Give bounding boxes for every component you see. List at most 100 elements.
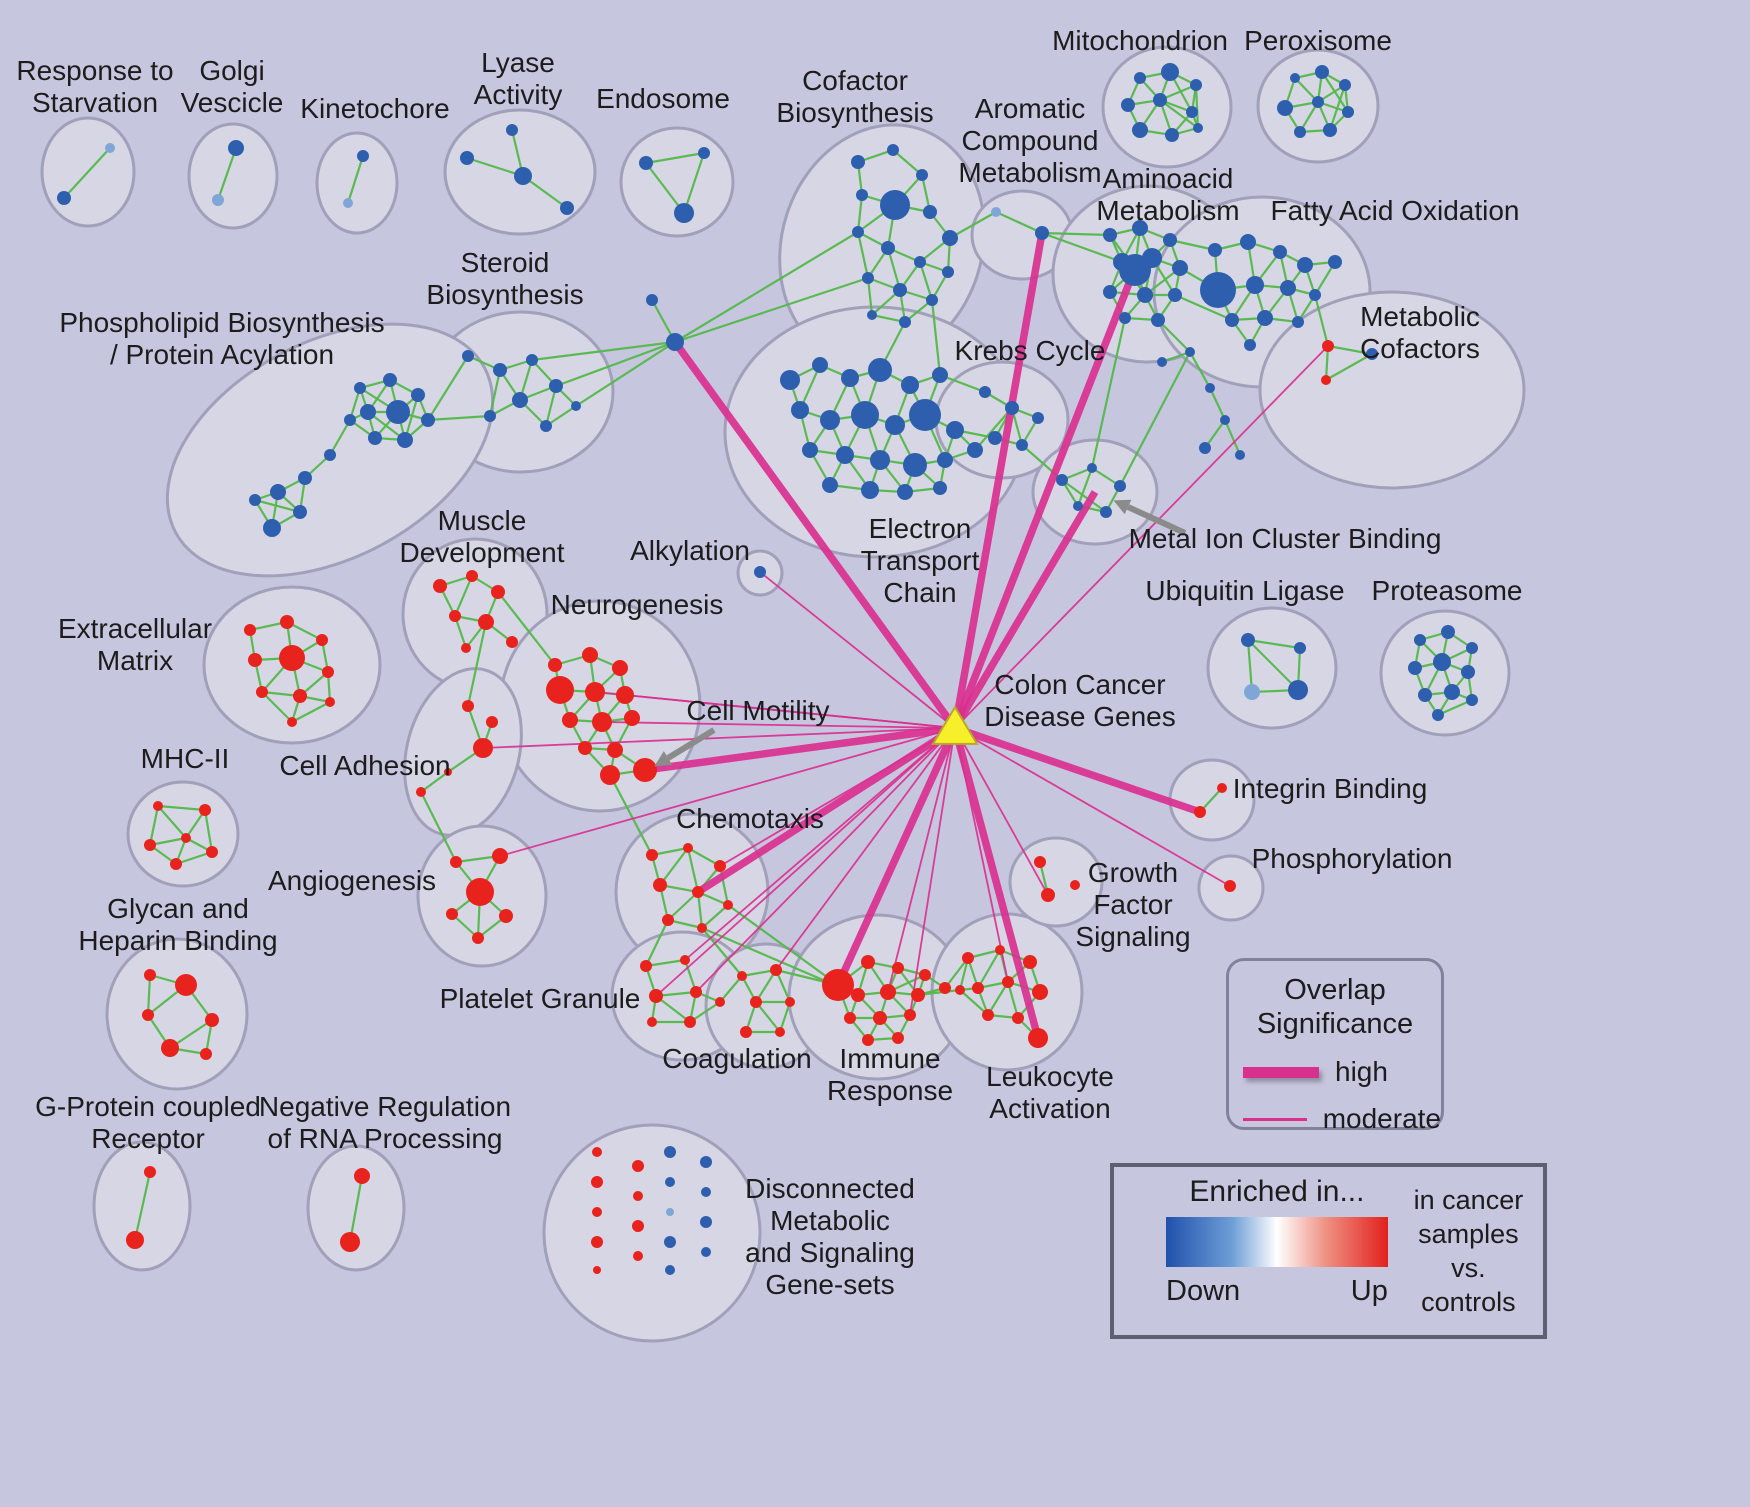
gene-set-cross-edge xyxy=(674,276,869,344)
gene-set-node-disconnected-gene-sets xyxy=(664,1146,676,1158)
gene-set-node-disconnected-gene-sets xyxy=(664,1236,676,1248)
gene-set-node-lyase-activity xyxy=(514,167,532,185)
gene-set-node-phospholipid-biosynthesis xyxy=(293,505,307,519)
gene-set-node-fatty-acid-oxidation xyxy=(1244,339,1256,351)
gene-set-node-disconnected-gene-sets xyxy=(701,1187,711,1197)
gene-set-node-angiogenesis xyxy=(446,908,458,920)
high-significance-label: high xyxy=(1335,1056,1388,1087)
gene-set-node-coagulation xyxy=(737,971,747,981)
gene-set-node-leukocyte-activation xyxy=(955,985,965,995)
gene-set-node-cofactor-biosynthesis xyxy=(862,272,874,284)
gene-set-node-fatty-acid-oxidation xyxy=(1328,255,1342,269)
gene-set-node-electron-transport-chain xyxy=(903,453,927,477)
overlap-edge-high xyxy=(951,232,1046,729)
gene-set-node-integrin-binding xyxy=(1217,783,1227,793)
gene-set-node-fatty-acid-oxidation xyxy=(1297,257,1313,273)
high-significance-line xyxy=(1243,1066,1319,1078)
gene-set-node-extracellular-matrix xyxy=(248,653,262,667)
gene-set-node-electron-transport-chain xyxy=(861,481,879,499)
gene-set-edge xyxy=(216,147,238,201)
gene-set-node-proteasome xyxy=(1441,625,1455,639)
gene-set-cross-edge xyxy=(939,373,986,394)
gene-set-node-cofactor-biosynthesis xyxy=(881,241,895,255)
gene-set-node-neurogenesis xyxy=(633,758,657,782)
gene-set-node-kinetochore xyxy=(343,198,353,208)
gene-set-node-cell-adhesion xyxy=(462,700,474,712)
gene-set-node-leukocyte-activation xyxy=(995,945,1005,955)
cluster-label-chemotaxis: Chemotaxis xyxy=(676,803,824,834)
layer-hub xyxy=(931,705,979,745)
overlap-edge-high xyxy=(951,266,1139,730)
gene-set-node-electron-transport-chain xyxy=(820,410,840,430)
gene-set-node-phospholipid-biosynthesis xyxy=(386,400,410,424)
gene-set-node-electron-transport-chain xyxy=(791,401,809,419)
gene-set-cross-edge xyxy=(1157,319,1191,353)
gene-set-node-immune-response xyxy=(939,982,951,994)
overlap-edge-moderate xyxy=(655,727,956,997)
gene-set-node-proteasome xyxy=(1444,684,1460,700)
enrichment-scale: Down Up xyxy=(1166,1275,1388,1308)
gene-set-cross-edge xyxy=(575,341,676,407)
cluster-label-cell-adhesion: Cell Adhesion xyxy=(279,750,450,781)
gene-set-node-aromatic-compound-metabolism xyxy=(1035,226,1049,240)
gene-set-node-immune-response xyxy=(892,1032,904,1044)
gene-set-node-muscle-development xyxy=(478,614,494,630)
gene-set-node-mitochondrion xyxy=(1134,72,1146,84)
gene-set-node-mhc-ii xyxy=(181,833,191,843)
gene-set-node-phospholipid-biosynthesis xyxy=(411,388,425,402)
gene-set-node-electron-transport-chain xyxy=(933,481,947,495)
gene-set-cross-edge xyxy=(1174,293,1233,322)
gene-set-node-phospholipid-biosynthesis xyxy=(249,494,261,506)
gene-set-node-muscle-development xyxy=(449,610,461,622)
gene-set-node-neurogenesis xyxy=(616,686,634,704)
gene-set-edge xyxy=(133,1171,152,1241)
gene-set-node-extracellular-matrix xyxy=(279,645,305,671)
gene-set-edge xyxy=(645,958,686,968)
gene-set-node-phospholipid-biosynthesis xyxy=(397,432,413,448)
gene-set-node-metabolic-cofactors xyxy=(1322,340,1334,352)
gene-set-node-chemotaxis xyxy=(646,849,658,861)
gene-set-node-lyase-activity xyxy=(460,151,474,165)
gene-set-node-cell-adhesion xyxy=(444,768,452,776)
gene-set-node-cofactor-biosynthesis xyxy=(899,316,911,328)
gene-set-node-extracellular-matrix xyxy=(325,697,335,707)
overlap-edge-moderate xyxy=(954,727,1231,887)
gene-set-node-integrin-binding xyxy=(1194,806,1206,818)
gene-set-node-electron-transport-chain xyxy=(851,401,879,429)
gene-set-node-mitochondrion xyxy=(1186,106,1198,118)
gene-set-node-angiogenesis xyxy=(472,932,484,944)
gene-set-edge xyxy=(686,847,700,893)
gene-set-cross-edge xyxy=(1119,351,1191,487)
cluster-ellipse-leukocyte-activation xyxy=(930,912,1084,1072)
cluster-label-alkylation: Alkylation xyxy=(630,535,750,566)
gene-set-node-mhc-ii xyxy=(153,801,163,811)
gene-set-node-aminoacid-metabolism xyxy=(1163,233,1177,247)
gene-set-node-chemotaxis xyxy=(723,900,733,910)
gene-set-node-disconnected-gene-sets xyxy=(591,1236,603,1248)
gene-set-node-electron-transport-chain xyxy=(868,358,892,382)
gene-set-edge xyxy=(718,865,730,906)
hub-colon-cancer-disease-genes xyxy=(931,705,979,745)
gene-set-node-metal-ion-cluster-binding xyxy=(1087,463,1097,473)
gene-set-node-coagulation xyxy=(740,1026,752,1038)
gene-set-edge xyxy=(651,846,689,857)
gene-set-edge xyxy=(420,771,449,793)
layer-arrows xyxy=(654,499,1187,767)
gene-set-node-electron-transport-chain xyxy=(836,446,854,464)
gene-set-node-aminoacid-metabolism xyxy=(1119,312,1131,324)
gene-set-node-cofactor-biosynthesis xyxy=(887,144,899,156)
gene-set-cross-edge xyxy=(427,414,491,422)
overlap-edge-moderate xyxy=(499,727,956,857)
overlap-edge-moderate xyxy=(719,727,956,867)
gene-set-node-proteasome xyxy=(1466,642,1478,654)
cluster-label-krebs-cycle: Krebs Cycle xyxy=(955,335,1106,366)
gene-set-node-platelet-granule xyxy=(649,989,663,1003)
gene-set-node-coagulation xyxy=(770,964,782,976)
cluster-label-phosphorylation: Phosphorylation xyxy=(1252,843,1453,874)
gene-set-node-aromatic-compound-metabolism xyxy=(991,207,1001,217)
gene-set-node-electron-transport-chain xyxy=(885,415,905,435)
gene-set-cross-edge xyxy=(555,340,676,388)
pointer-arrow xyxy=(666,727,716,761)
gene-set-edge xyxy=(1247,639,1299,691)
